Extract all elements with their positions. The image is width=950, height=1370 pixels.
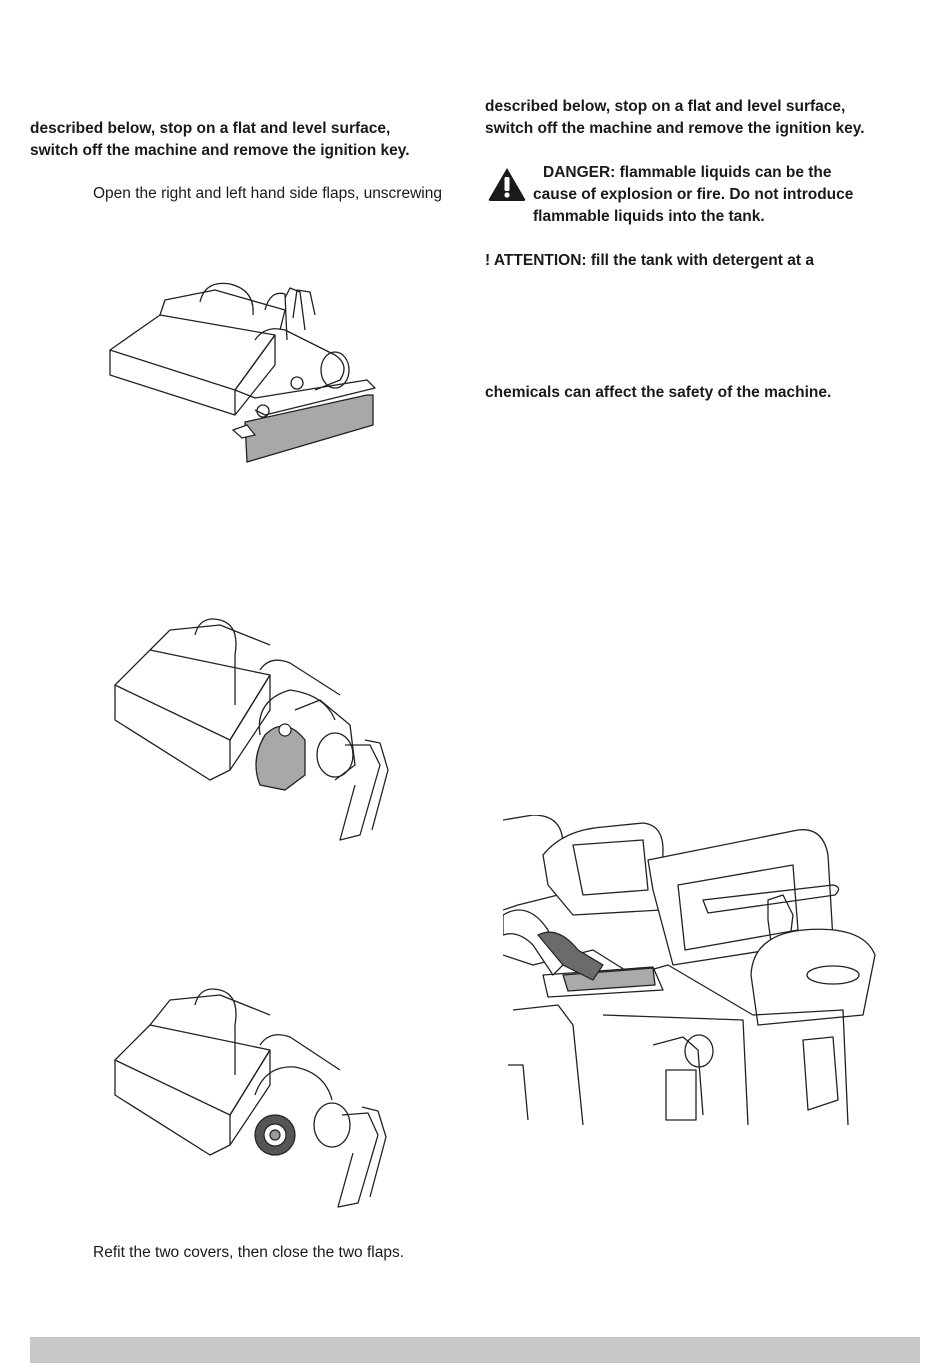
brush-deck-flap-illustration <box>109 282 376 463</box>
danger-line2: cause of explosion or fire. Do not intro… <box>533 186 854 203</box>
left-warning-line1: described below, stop on a flat and leve… <box>30 120 391 137</box>
brush-deck-cover-illustration <box>114 618 389 841</box>
tank-filling-illustration <box>503 815 876 1125</box>
chemicals-line: chemicals can affect the safety of the m… <box>485 384 832 401</box>
footer-bar <box>30 1337 920 1363</box>
attention-line: ! ATTENTION: fill the tank with detergen… <box>485 252 814 269</box>
right-warning-line1: described below, stop on a flat and leve… <box>485 98 846 115</box>
danger-line1: DANGER: flammable liquids can be the <box>543 164 832 181</box>
danger-line3: flammable liquids into the tank. <box>533 208 765 225</box>
brush-removed-illustration <box>114 988 387 1208</box>
step-refit-covers: Refit the two covers, then close the two… <box>93 1244 405 1261</box>
step-open-flaps: Open the right and left hand side flaps,… <box>93 185 442 202</box>
warning-triangle-icon <box>488 168 526 201</box>
right-warning-line2: switch off the machine and remove the ig… <box>485 120 865 137</box>
left-warning-line2: switch off the machine and remove the ig… <box>30 142 410 159</box>
